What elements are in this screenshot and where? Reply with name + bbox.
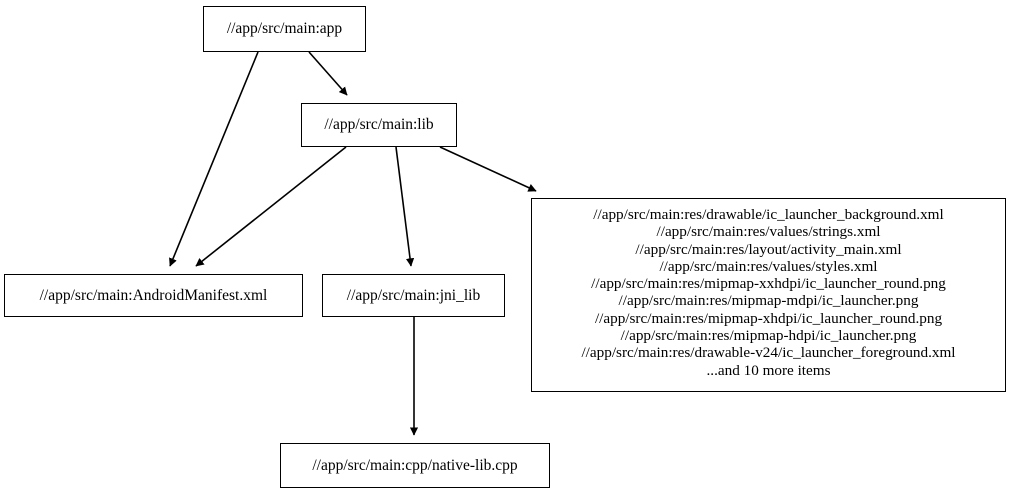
node-jni-lib[interactable]: //app/src/main:jni_lib <box>322 274 505 317</box>
edge-app-to-manifest <box>169 51 259 267</box>
edge-app-to-lib <box>308 51 348 96</box>
node-app-label: //app/src/main:app <box>226 20 343 38</box>
resource-item: //app/src/main:res/layout/activity_main.… <box>635 240 902 258</box>
node-lib[interactable]: //app/src/main:lib <box>301 103 457 147</box>
resource-item: //app/src/main:res/mipmap-xxhdpi/ic_laun… <box>591 275 946 293</box>
resource-item: //app/src/main:res/mipmap-xhdpi/ic_launc… <box>594 309 943 327</box>
node-android-manifest-label: //app/src/main:AndroidManifest.xml <box>39 286 268 304</box>
resource-item: //app/src/main:res/mipmap-mdpi/ic_launch… <box>618 292 919 310</box>
resource-item: //app/src/main:res/drawable/ic_launcher_… <box>593 206 944 223</box>
node-app[interactable]: //app/src/main:app <box>203 6 366 52</box>
node-jni-lib-label: //app/src/main:jni_lib <box>346 286 481 304</box>
node-resources-list[interactable]: //app/src/main:res/drawable/ic_launcher_… <box>531 198 1006 392</box>
resource-overflow-label: ...and 10 more items <box>706 361 831 379</box>
node-android-manifest[interactable]: //app/src/main:AndroidManifest.xml <box>4 274 303 317</box>
node-lib-label: //app/src/main:lib <box>324 116 434 134</box>
resource-item: //app/src/main:res/values/styles.xml <box>659 257 878 275</box>
edge-lib-to-manifest <box>195 146 347 267</box>
resource-item: //app/src/main:res/values/strings.xml <box>656 223 881 241</box>
resource-item: //app/src/main:res/mipmap-hdpi/ic_launch… <box>620 327 917 345</box>
resource-item: //app/src/main:res/drawable-v24/ic_launc… <box>581 344 956 362</box>
node-native-lib-cpp[interactable]: //app/src/main:cpp/native-lib.cpp <box>280 443 550 488</box>
node-native-lib-cpp-label: //app/src/main:cpp/native-lib.cpp <box>312 456 518 474</box>
edge-lib-to-jni-lib <box>395 146 415 267</box>
edge-lib-to-resources <box>439 146 537 192</box>
